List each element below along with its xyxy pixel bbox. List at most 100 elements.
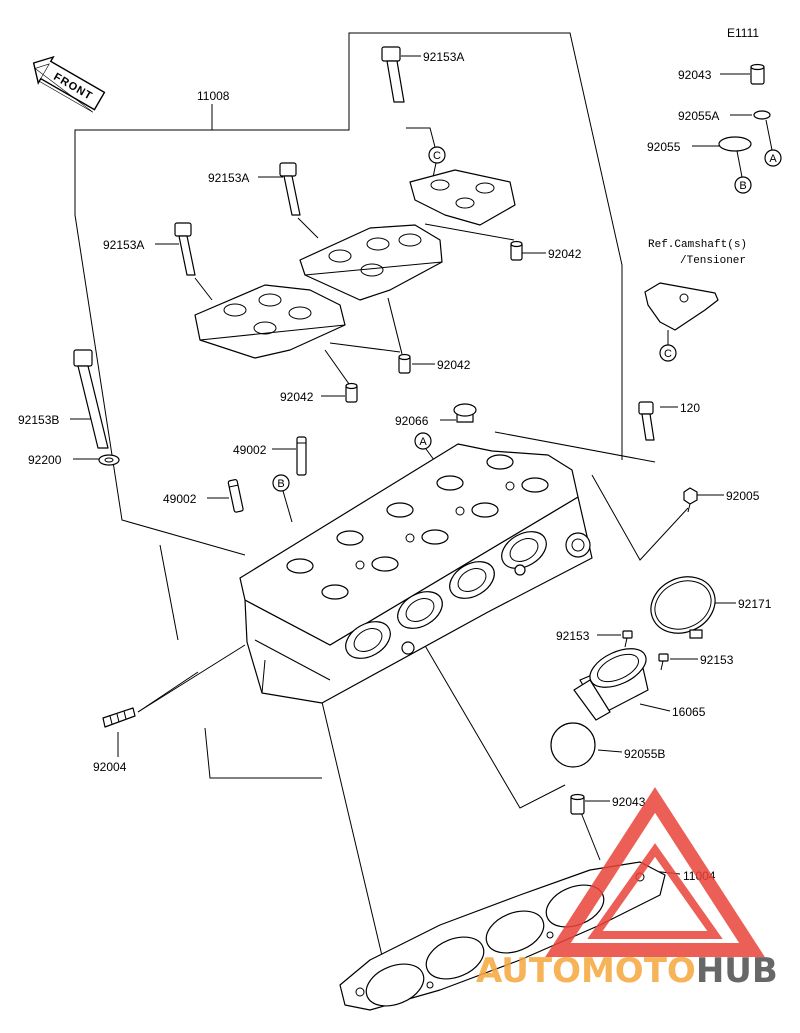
cam-journal	[386, 502, 414, 518]
spark-plug-hole	[505, 481, 515, 491]
leader-16065	[639, 703, 671, 712]
gasket-hole	[546, 931, 554, 939]
plug-head	[453, 403, 477, 417]
intake-port-inner	[509, 538, 539, 562]
bracket-92004-a	[137, 644, 246, 713]
front-arrow-icon: FRONT	[32, 55, 106, 113]
screw-head	[622, 630, 633, 639]
dowel-top	[570, 793, 585, 801]
dowel-92042-middle	[398, 353, 411, 374]
bracket-head-gasket-right	[409, 619, 566, 809]
bolt-head	[279, 162, 297, 177]
bracket-left-side	[159, 544, 179, 641]
o-ring-92055b	[550, 722, 596, 768]
leader-pin-gasket	[579, 809, 601, 861]
marker-b: B	[739, 180, 746, 192]
valve-guide-49002-upper	[296, 436, 307, 476]
watermark-text-secondary: HUB	[696, 951, 778, 991]
part-label: 92042	[280, 390, 314, 404]
bolt-120	[638, 401, 655, 441]
bolt-shaft	[283, 175, 301, 216]
clamp-tab	[689, 629, 703, 639]
cap-bore	[398, 233, 422, 247]
cam-journal	[521, 477, 549, 493]
bracket-11008	[74, 32, 623, 460]
ref-note-line1: Ref.Camshaft(s)	[648, 239, 747, 251]
washer-inner	[104, 457, 114, 463]
band-clamp-92171	[650, 576, 716, 639]
ref-note-line2: /Tensioner	[680, 255, 746, 267]
fitting-92005	[683, 487, 698, 513]
marker-a: A	[769, 153, 777, 165]
screw-shaft	[660, 660, 664, 671]
watermark-text-primary: AUTOMOTO	[476, 951, 696, 991]
part-label: 92171	[738, 597, 772, 611]
guide-ring	[229, 484, 239, 488]
leader-bolt-cap-left	[194, 277, 213, 301]
cap-bore	[430, 179, 450, 191]
bolt-shaft	[77, 365, 109, 449]
bolt-shaft	[178, 235, 196, 276]
stud-thread	[109, 715, 113, 725]
leader-marker-b-head	[282, 490, 293, 523]
cap-body	[409, 169, 516, 226]
leader-marker-b-top	[736, 150, 743, 178]
intake-port-inner	[457, 568, 487, 592]
guide-body	[227, 479, 244, 513]
spark-plug-hole	[405, 533, 415, 543]
cap-bore	[288, 306, 312, 320]
head-oil-hole	[514, 564, 526, 576]
marker-b: B	[277, 478, 284, 490]
dowel-92042-top	[510, 240, 523, 261]
bolt-head	[174, 222, 192, 237]
holder-16065	[573, 648, 649, 721]
reference-markers: A B C C A B	[272, 146, 782, 492]
cam-journal	[471, 502, 499, 518]
bracket-lower-left	[204, 727, 322, 779]
bracket-92005	[591, 474, 689, 561]
gasket-bore	[425, 936, 485, 980]
fitting-hex	[683, 487, 698, 505]
marker-a: A	[419, 436, 427, 448]
leader-cap-pin-low	[324, 349, 350, 385]
holder-flange	[573, 679, 611, 721]
cam-journal	[336, 530, 364, 546]
cap-body	[194, 284, 346, 359]
part-label: 16065	[672, 705, 706, 719]
tensioner-body	[644, 282, 719, 331]
camshaft-tensioner-ref-part	[644, 282, 719, 331]
part-label: 92043	[612, 795, 646, 809]
dowel-top	[510, 240, 523, 248]
part-label: 92153	[700, 653, 734, 667]
part-label: 49002	[163, 492, 197, 506]
camshaft-cap-middle	[299, 224, 443, 301]
guide-body	[296, 436, 307, 476]
cap-bore	[253, 321, 277, 335]
cap-bore	[258, 293, 282, 307]
head-edge	[261, 659, 266, 694]
part-label: 49002	[233, 443, 267, 457]
cap-bore	[223, 303, 247, 317]
cap-bore	[475, 182, 495, 194]
gasket-hole	[355, 987, 365, 997]
holder-bore	[597, 653, 639, 683]
bolt-92153b	[73, 349, 109, 449]
o-ring-92055	[718, 136, 752, 152]
screw-92153-right	[658, 653, 669, 671]
head-oil-hole	[401, 641, 415, 655]
part-label: 92153A	[423, 50, 464, 64]
leader-cap-pin-top	[424, 223, 515, 241]
bracket-92004-b	[137, 671, 199, 713]
intake-port-inner	[405, 598, 435, 622]
marker-circle	[764, 149, 782, 167]
leader-cap-pin-mid-b	[329, 342, 401, 353]
part-label: 92004	[93, 760, 127, 774]
dowel-top	[750, 63, 765, 71]
stud-body	[102, 707, 136, 728]
bolt-head	[381, 46, 401, 62]
leader-92055b	[597, 749, 623, 753]
cam-journal	[436, 475, 464, 491]
cap-bore	[455, 197, 475, 209]
clamp-inner	[654, 580, 712, 630]
